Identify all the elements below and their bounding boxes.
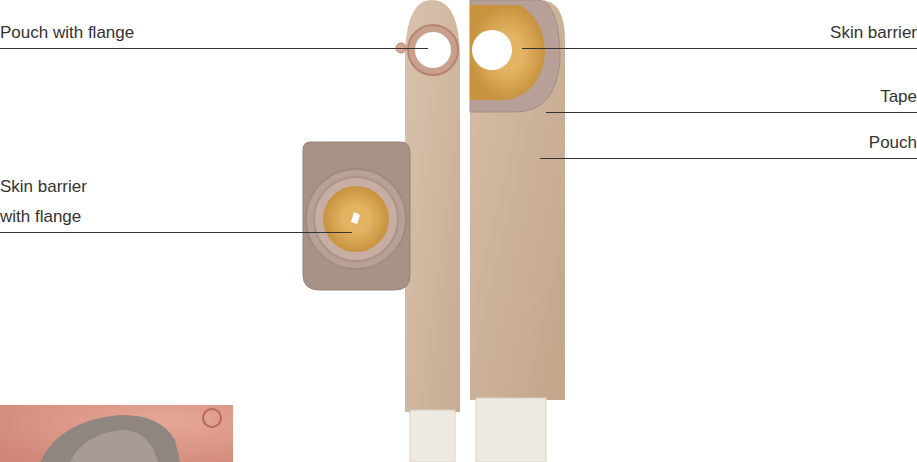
part-label: Tape <box>767 82 917 112</box>
pouch-clip <box>410 410 455 462</box>
tape <box>470 0 560 112</box>
pouch-flange <box>408 25 458 75</box>
pouch-clip <box>476 398 546 462</box>
wafer-flange-ring <box>314 177 398 261</box>
starter-hole <box>351 212 360 224</box>
wafer-ring <box>70 430 158 462</box>
leader-line <box>0 232 352 233</box>
right-photo <box>470 0 565 462</box>
leader-lines <box>0 49 917 233</box>
flange-opening <box>415 32 451 68</box>
wafer-flange <box>306 169 406 269</box>
part-label: Skin barrier <box>717 18 917 48</box>
part-label: Pouch <box>767 128 917 158</box>
wafer-on-skin <box>40 415 180 462</box>
pouch <box>470 0 565 400</box>
wafer-tape <box>303 142 410 290</box>
part-label: Pouch with flange <box>0 18 260 48</box>
leader-line <box>540 158 917 159</box>
skin-barrier <box>323 186 389 252</box>
pouch <box>405 0 460 412</box>
barrier-opening <box>472 30 512 70</box>
inset-photo <box>0 405 233 462</box>
leader-line <box>522 48 917 49</box>
left-photo <box>303 0 460 462</box>
leader-line <box>546 112 917 113</box>
part-label: Skin barrier with flange <box>0 172 112 232</box>
skin-detail <box>203 409 221 427</box>
skin-photo <box>0 405 233 462</box>
leader-line <box>0 48 428 49</box>
skin-barrier <box>470 5 545 100</box>
